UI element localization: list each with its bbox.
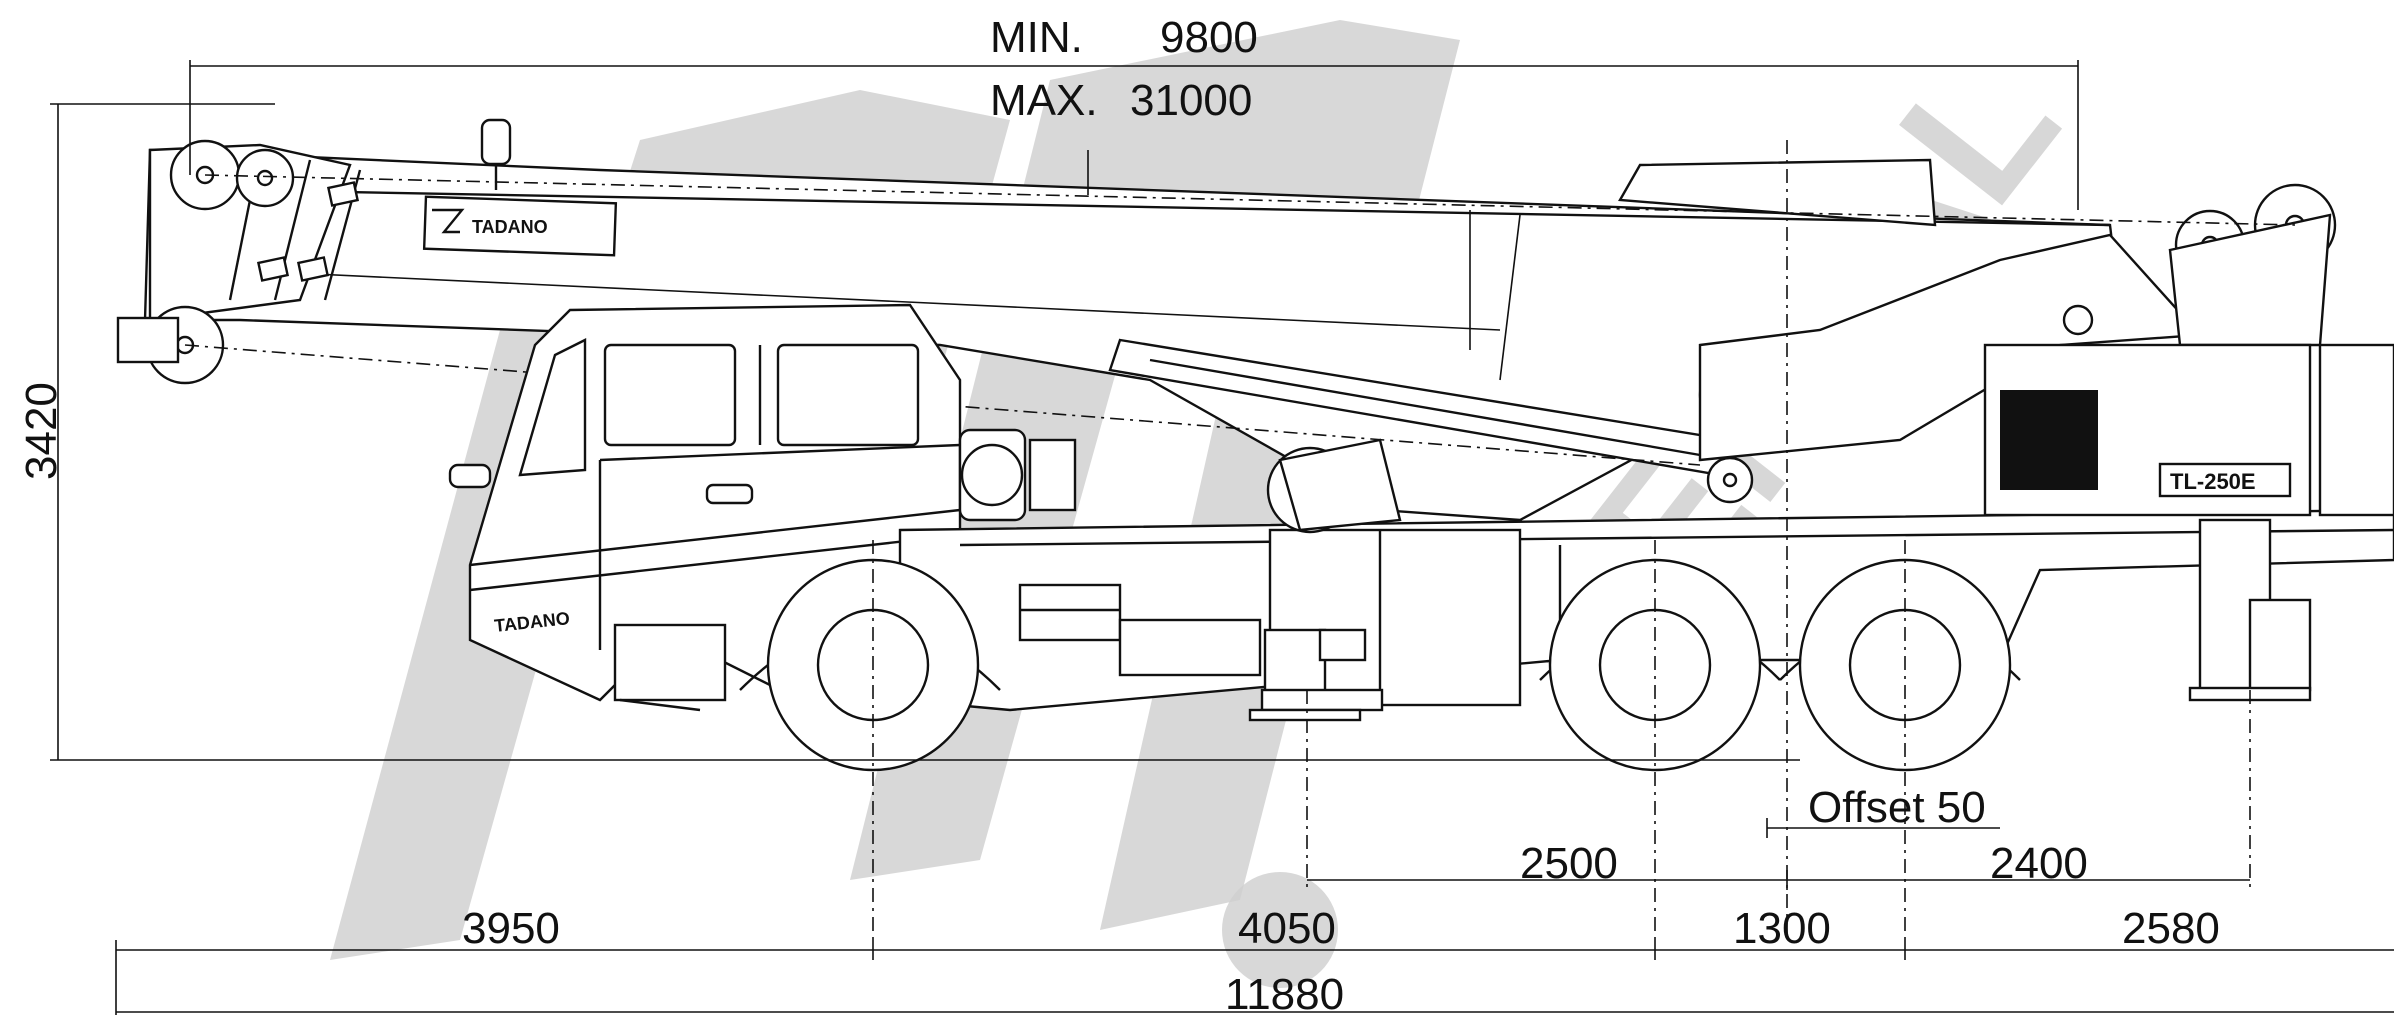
boom-max-label: MAX. [990,76,1098,125]
front-wheel [766,540,980,940]
dimension-labels: MIN. 9800 MAX. 31000 3420 Offset 50 2500… [17,13,2220,1019]
boom-brand-text: TADANO [472,217,548,237]
dimension-lines [50,60,2394,1015]
rear-wheel [1798,540,2012,940]
model-badge-text: TL-250E [2170,469,2256,494]
middle-wheel [1548,540,1762,940]
tandem-spacing-value: 1300 [1733,904,1831,953]
front-overhang-value: 3950 [462,904,560,953]
boom-max-value: 31000 [1130,76,1252,125]
front-outrigger-span: 2500 [1520,839,1618,888]
wheels [766,140,2251,940]
height-value: 3420 [17,382,66,480]
wheelbase-front-value: 4050 [1238,904,1336,953]
boom-min-label: MIN. [990,13,1083,62]
boom-min-value: 9800 [1160,13,1258,62]
offset-value: Offset 50 [1808,783,1986,832]
overall-length-value: 11880 [1225,970,1344,1019]
rear-overhang-value: 2580 [2122,904,2220,953]
rear-outrigger-span: 2400 [1990,839,2088,888]
telescopic-boom: TADANO [116,118,2337,522]
